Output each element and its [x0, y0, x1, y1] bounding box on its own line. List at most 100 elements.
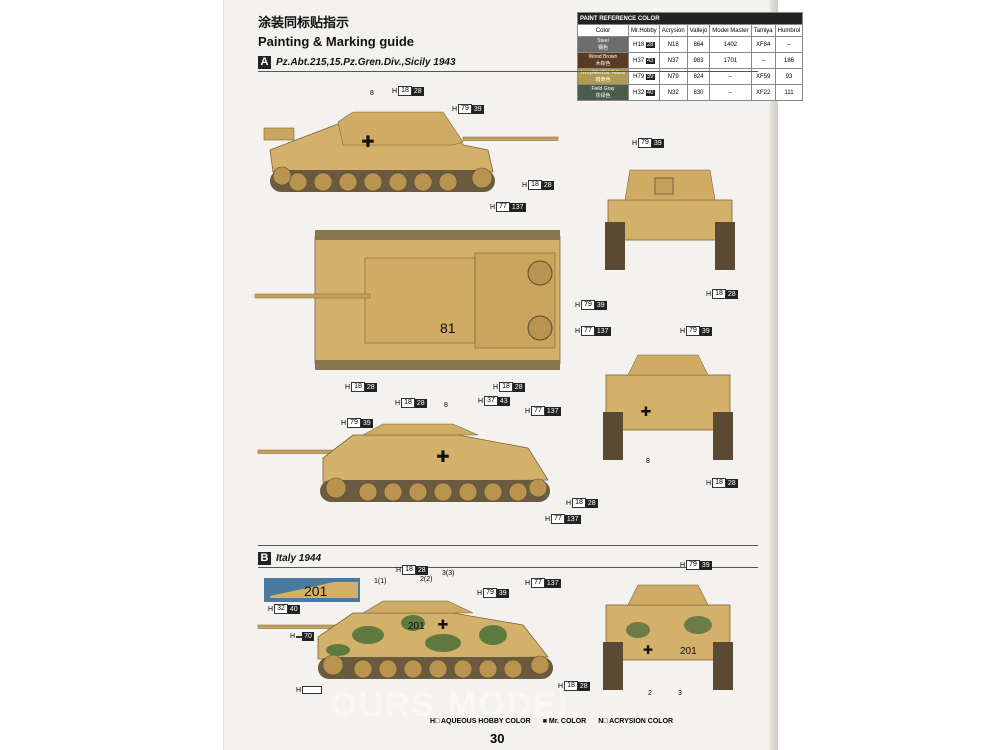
section-a-badge: A	[258, 56, 271, 69]
cell-vallejo: 983	[686, 52, 711, 69]
balkenkreuz: ✚	[438, 617, 449, 632]
color-name-cn: 暗黄色	[595, 77, 611, 83]
cell-tamiya: XF59	[750, 68, 776, 85]
code-a: 37	[637, 57, 645, 64]
code-n: 18	[672, 41, 679, 48]
camo-patch	[684, 616, 712, 634]
title-english: Painting & Marking guide	[258, 34, 415, 49]
part-label: 1(1)	[374, 578, 387, 585]
camo-patch	[401, 615, 425, 631]
cell-mrhobby: H32 40	[628, 84, 660, 101]
code-a: 32	[637, 89, 645, 96]
section-b-rule	[258, 567, 758, 568]
decal-number: 201	[304, 583, 328, 599]
road-wheels	[325, 477, 548, 502]
col-mrhobby: Mr.Hobby	[628, 24, 660, 37]
part-label: 3(3)	[442, 570, 455, 577]
legend-aqueous: H□ AQUEOUS HOBBY COLOR	[430, 718, 531, 725]
turret-number: 81	[440, 320, 456, 336]
color-name-cn: 木棕色	[595, 61, 611, 67]
section-b-badge: B	[258, 552, 271, 565]
part-label: 8	[370, 90, 374, 97]
code-n: 79	[672, 73, 679, 80]
callout: H	[296, 686, 326, 694]
main-gun-top	[254, 293, 371, 299]
code-b: 43	[645, 57, 655, 64]
camo-patch	[479, 625, 507, 645]
code-b: 28	[645, 41, 655, 48]
cell-acrysion: N32	[658, 84, 688, 101]
watermark: OURS MODEL	[330, 686, 581, 724]
hull-front	[607, 199, 733, 241]
cell-mm: –	[709, 68, 752, 85]
decal-shape	[270, 582, 358, 598]
cell-mrhobby: H37 43	[628, 52, 660, 69]
color-name: Wood Brown	[588, 54, 618, 60]
legend-acrysion: N□ ACRYSION COLOR	[598, 718, 674, 725]
col-vallejo: Vallejo	[686, 24, 711, 37]
cell-vallejo: 864	[686, 36, 711, 53]
track-left	[603, 642, 623, 690]
superstructure	[337, 111, 464, 146]
cell-mrhobby: H18 28	[628, 36, 660, 53]
cell-mm: 1701	[709, 52, 752, 69]
code-b: 39	[645, 73, 655, 80]
track-left	[603, 412, 623, 460]
gun-mantlet	[654, 177, 674, 195]
part-label: 3	[678, 690, 682, 697]
title-chinese: 涂装同标贴指示	[258, 15, 350, 30]
col-humbrol: Humbrol	[774, 24, 804, 37]
cell-acrysion: N18	[658, 36, 688, 53]
cell-mrhobby: H79 39	[628, 68, 660, 85]
road-wheels	[322, 654, 550, 679]
hull-upper	[322, 434, 549, 483]
stowage-rack	[263, 127, 295, 141]
cell-tamiya: –	[750, 52, 776, 69]
part-label: 8	[444, 402, 448, 409]
tank-a-rear-view: ✚	[603, 354, 733, 460]
hull-rear	[605, 604, 731, 661]
balkenkreuz: ✚	[361, 134, 374, 151]
section-a-rule	[258, 71, 758, 72]
paint-reference-table: PAINT REFERENCE COLOR Color Mr.Hobby Acr…	[576, 12, 804, 101]
legend-mr-color: ■ Mr. COLOR	[542, 718, 587, 725]
color-name-cn: 钢色	[597, 45, 608, 51]
cell-humbrol: –	[774, 36, 804, 53]
cell-acrysion: N79	[658, 68, 688, 85]
camo-patch	[425, 634, 461, 652]
color-name-cn: 灰绿色	[595, 93, 611, 99]
paint-legend: H□ AQUEOUS HOBBY COLOR ■ Mr. COLOR N□ AC…	[430, 718, 673, 725]
code-n: 32	[672, 89, 679, 96]
balkenkreuz: ✚	[641, 404, 652, 419]
tank-b-rear-view: ✚ 201	[603, 584, 733, 690]
col-acrysion: Acrysion	[658, 24, 688, 37]
color-name: Ivory/MetOld Yellow	[581, 70, 625, 76]
superstructure	[362, 423, 479, 436]
cell-acrysion: N37	[658, 52, 688, 69]
cell-humbrol: 111	[774, 84, 804, 101]
track-right	[713, 642, 733, 690]
camo-patch	[626, 622, 650, 638]
track-top	[315, 230, 560, 240]
code-a: 18	[637, 41, 645, 48]
